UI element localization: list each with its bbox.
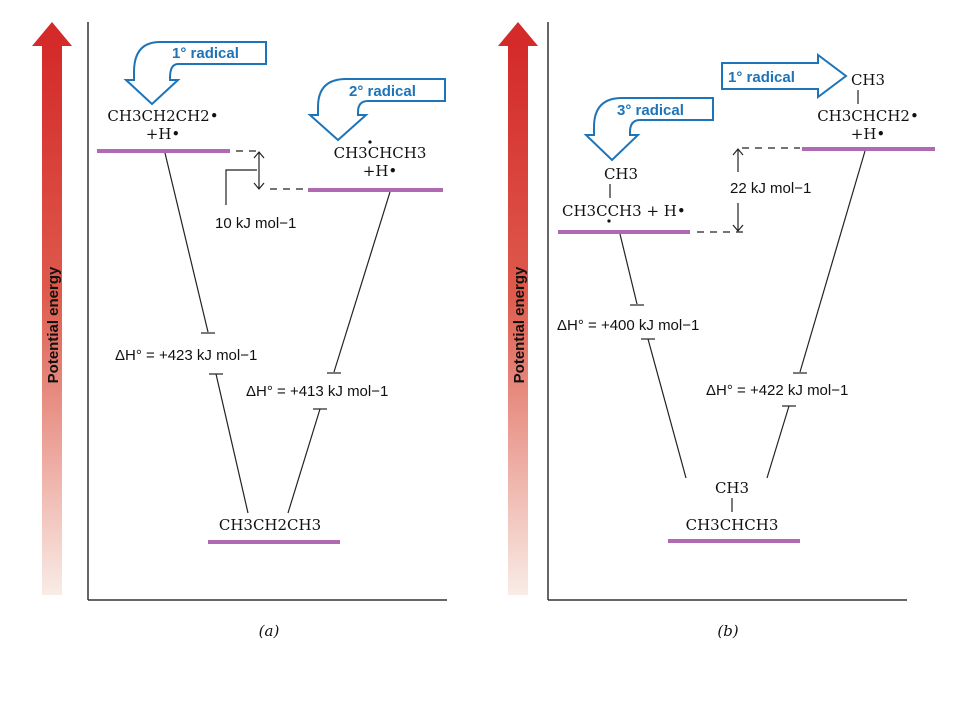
primary-product-a-line1: CH3CH2CH2• (107, 107, 218, 125)
energy-arrow-a (32, 22, 72, 595)
y-axis-label-a: Potential energy (45, 266, 62, 383)
panel-b: Potential energy 3° radical 1° radical C… (498, 22, 935, 640)
reactant-b: CH3CHCH3 (686, 516, 779, 534)
energy-gap-bracket-a (225, 150, 306, 205)
dh-bracket-secondary-a (287, 191, 391, 514)
secondary-product-a-line1: CH3CHCH3 (334, 144, 427, 162)
primary-product-b-top: CH3 (851, 71, 885, 89)
energy-gap-bracket-b (697, 147, 800, 233)
callout-primary-a-label: 1° radical (172, 45, 239, 62)
callout-primary-a: 1° radical (123, 41, 267, 106)
tertiary-product-b-line: CH3CCH3 + H• (562, 202, 686, 220)
energy-arrow-b (498, 22, 538, 595)
energy-gap-a: 10 kJ mol−1 (215, 215, 296, 232)
callout-primary-b-label: 1° radical (728, 69, 795, 86)
dh-tertiary-b: ΔH° = +400 kJ mol−1 (557, 317, 699, 334)
dh-secondary-a: ΔH° = +413 kJ mol−1 (246, 383, 388, 400)
primary-product-b-line1: CH3CHCH2• (817, 107, 919, 125)
callout-tertiary-b: 3° radical (583, 97, 714, 162)
reactant-b-top: CH3 (715, 479, 749, 497)
reactant-a: CH3CH2CH3 (219, 516, 321, 534)
secondary-product-a-line2: +H• (363, 162, 398, 180)
dh-bracket-primary-b (766, 150, 866, 479)
tertiary-product-b-top: CH3 (604, 165, 638, 183)
panel-label-b: (b) (717, 622, 738, 640)
callout-primary-b: 1° radical (721, 53, 848, 99)
radical-dot-a (368, 140, 372, 144)
y-axis-label-b: Potential energy (511, 266, 528, 383)
dh-bracket-primary-a (164, 152, 249, 514)
radical-dot-b (607, 219, 611, 223)
callout-tertiary-b-label: 3° radical (617, 102, 684, 119)
callout-secondary-a-label: 2° radical (349, 83, 416, 100)
energy-gap-b: 22 kJ mol−1 (730, 180, 811, 197)
panel-a: Potential energy 1° radical 2° radical C… (32, 22, 447, 640)
dh-bracket-tertiary-b (619, 233, 687, 479)
callout-secondary-a: 2° radical (307, 78, 446, 142)
primary-product-a-line2: +H• (146, 125, 181, 143)
dh-primary-a: ΔH° = +423 kJ mol−1 (115, 347, 257, 364)
panel-label-a: (a) (259, 622, 280, 640)
dh-primary-b: ΔH° = +422 kJ mol−1 (706, 382, 848, 399)
primary-product-b-line2: +H• (851, 125, 886, 143)
